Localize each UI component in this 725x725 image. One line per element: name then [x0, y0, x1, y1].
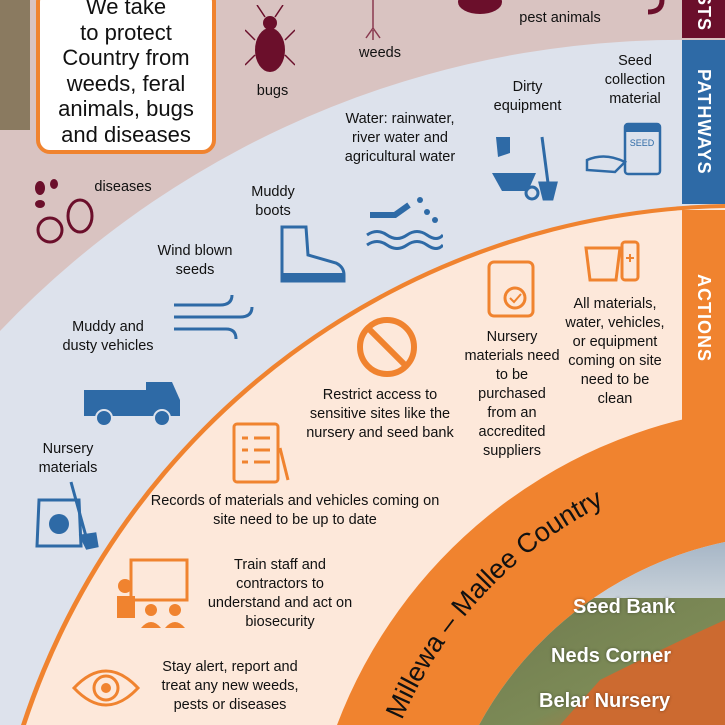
place-belar-nursery: Belar Nursery [539, 690, 671, 712]
tab-actions: ACTIONS [682, 210, 725, 425]
weed-icon [358, 0, 388, 40]
bug-icon [244, 4, 296, 75]
label-nursery-materials: Nursery materials [38, 441, 98, 476]
checklist-icon [230, 418, 290, 486]
label-muddy-boots: Muddy boots [251, 184, 295, 219]
label-dirty-equipment: Dirty equipment [493, 79, 562, 114]
label-seed-collection: Seed collection material [604, 53, 666, 107]
label-water: Water: rainwater, river water and agricu… [344, 111, 456, 165]
nursery-bag-icon [35, 480, 100, 550]
place-neds-corner: Neds Corner [551, 645, 672, 667]
seed-jar-icon: SEED [585, 122, 665, 184]
pest-animal-icon [455, 0, 505, 16]
accredited-bag-icon [485, 258, 540, 320]
text-purchase-accredited: Nursery materials need to be purchased f… [464, 329, 560, 459]
disease-icon [28, 178, 98, 250]
place-seed-bank: Seed Bank [573, 596, 676, 618]
tail-icon [640, 0, 670, 16]
svg-text:SEED: SEED [630, 138, 655, 148]
intro-line: animals, bugs [58, 96, 194, 121]
tab-pathways: PATHWAYS [682, 40, 725, 204]
boot-icon [276, 225, 348, 285]
text-clean-materials: All materials, water, vehicles, or equip… [565, 296, 665, 407]
intro-line: to protect [80, 19, 172, 45]
label-muddy-vehicles: Muddy and dusty vehicles [62, 319, 154, 354]
intro-line: We take [85, 0, 167, 19]
text-train-staff: Train staff and contractors to understan… [207, 557, 353, 630]
left-photo-strip [0, 0, 30, 130]
label-weeds: weeds [359, 45, 401, 61]
wind-icon [170, 285, 260, 345]
tab-pests: PESTS [682, 0, 725, 38]
text-records: Records of materials and vehicles coming… [150, 493, 440, 528]
intro-line: weeds, feral [66, 70, 186, 96]
intro-line: and diseases [61, 121, 191, 147]
eye-icon [70, 660, 142, 716]
text-stay-alert: Stay alert, report and treat any new wee… [161, 659, 299, 713]
label-wind-blown-seeds: Wind blown seeds [157, 243, 233, 278]
label-pest-animals: pest animals [519, 10, 601, 26]
cleaning-bucket-icon [580, 218, 645, 288]
intro-line: Country from [62, 45, 190, 70]
label-bugs: bugs [256, 83, 289, 99]
intro-box: We take to protect Country from weeds, f… [36, 0, 216, 154]
no-entry-icon [355, 315, 419, 379]
truck-icon [82, 378, 182, 428]
water-icon [365, 190, 445, 250]
text-restrict-access: Restrict access to sensitive sites like … [306, 387, 454, 441]
training-icon [115, 558, 190, 630]
wheelbarrow-icon [488, 133, 564, 201]
label-diseases: diseases [94, 179, 152, 195]
